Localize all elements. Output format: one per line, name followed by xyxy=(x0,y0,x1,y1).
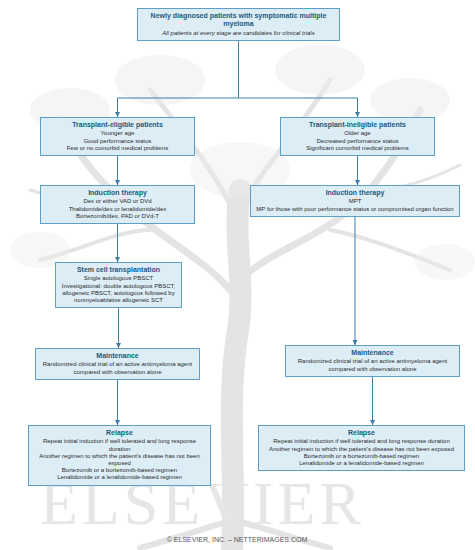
flow-arrow xyxy=(239,41,358,117)
box-text: Good performance status xyxy=(45,138,190,145)
flow-arrow xyxy=(372,377,373,425)
copyright-notice: © ELSEVIER, INC. – NETTERIMAGES.COM xyxy=(167,536,308,543)
entry-box: Newly diagnosed patients with symptomati… xyxy=(137,8,340,41)
box-text: Single autologous PBSCT xyxy=(60,275,177,282)
box-text: Few or no comorbid medical problems xyxy=(45,145,190,152)
flow-arrow xyxy=(355,217,356,345)
flow-arrow xyxy=(117,224,118,262)
flow-arrow xyxy=(118,41,239,117)
box-heading: Transplant-ineligible patients xyxy=(285,121,430,129)
flow-arrow xyxy=(357,156,358,185)
box-text: Dex or either VAD or DVd xyxy=(45,198,190,205)
tree-foliage xyxy=(10,45,475,280)
box-text: Significant comorbid medical problems xyxy=(285,145,430,152)
maintenance-box: MaintenanceRandomized clinical trial of … xyxy=(35,348,200,380)
eligibility-box: Transplant-eligible patientsYounger ageG… xyxy=(40,117,195,156)
relapse-box: RelapseRepeat initial induction if well … xyxy=(28,425,211,486)
box-text: Lenalidomide or a lenalidomide-based reg… xyxy=(263,460,460,467)
foliage xyxy=(415,244,475,280)
box-heading: Relapse xyxy=(33,429,206,437)
box-text: Bortezomib/dex, PAD or DVd-T xyxy=(45,213,190,220)
foliage xyxy=(115,55,205,105)
box-text: Repeat initial induction if well tolerat… xyxy=(33,438,206,452)
eligibility-box: Transplant-ineligible patientsOlder ageD… xyxy=(280,117,435,156)
foliage xyxy=(275,45,365,95)
induction-box: Induction therapyMPTMP for those with po… xyxy=(250,185,460,217)
flow-arrow xyxy=(117,380,118,425)
box-text: Another regimen to which the patient's d… xyxy=(263,446,460,453)
box-heading: Stem cell transplantation xyxy=(60,266,177,274)
box-text: MPT xyxy=(255,198,455,205)
box-heading: Relapse xyxy=(263,429,460,437)
box-text: MP for those with poor performance statu… xyxy=(255,206,455,213)
box-text: Another regimen to which the patient's d… xyxy=(33,453,206,467)
box-heading: Transplant-eligible patients xyxy=(45,121,190,129)
box-text: Repeat initial induction if well tolerat… xyxy=(263,438,460,445)
box-heading: Maintenance xyxy=(40,352,195,360)
box-text: Thalidomide/dex or lenalidomide/dex xyxy=(45,206,190,213)
transplant-box: Stem cell transplantationSingle autologo… xyxy=(55,262,182,308)
box-heading: Maintenance xyxy=(290,349,455,357)
box-text: Younger age xyxy=(45,130,190,137)
box-text: Bortezomib or a bortezomib-based regimen xyxy=(263,453,460,460)
box-text: Decreased performance status xyxy=(285,138,430,145)
box-text: Randomized clinical trial of an active a… xyxy=(40,361,195,375)
flow-arrow xyxy=(117,156,118,185)
box-text: Investigational: double autologous PBSCT… xyxy=(60,283,177,305)
foliage xyxy=(370,78,450,122)
tree-branches xyxy=(30,80,460,550)
box-text: All patients at every stage are candidat… xyxy=(142,30,335,37)
box-heading: Newly diagnosed patients with symptomati… xyxy=(142,12,335,29)
box-heading: Induction therapy xyxy=(45,189,190,197)
relapse-box: RelapseRepeat initial induction if well … xyxy=(258,425,465,471)
box-text: Bortezomib or a bortezomib-based regimen xyxy=(33,467,206,474)
induction-box: Induction therapyDex or either VAD or DV… xyxy=(40,185,195,224)
maintenance-box: MaintenanceRandomized clinical trial of … xyxy=(285,345,460,377)
box-text: Lenalidomide or a lenalidomide-based reg… xyxy=(33,474,206,481)
box-text: Older age xyxy=(285,130,430,137)
box-heading: Induction therapy xyxy=(255,189,455,197)
flow-arrow xyxy=(118,308,119,348)
box-text: Randomized clinical trial of an active a… xyxy=(290,358,455,372)
